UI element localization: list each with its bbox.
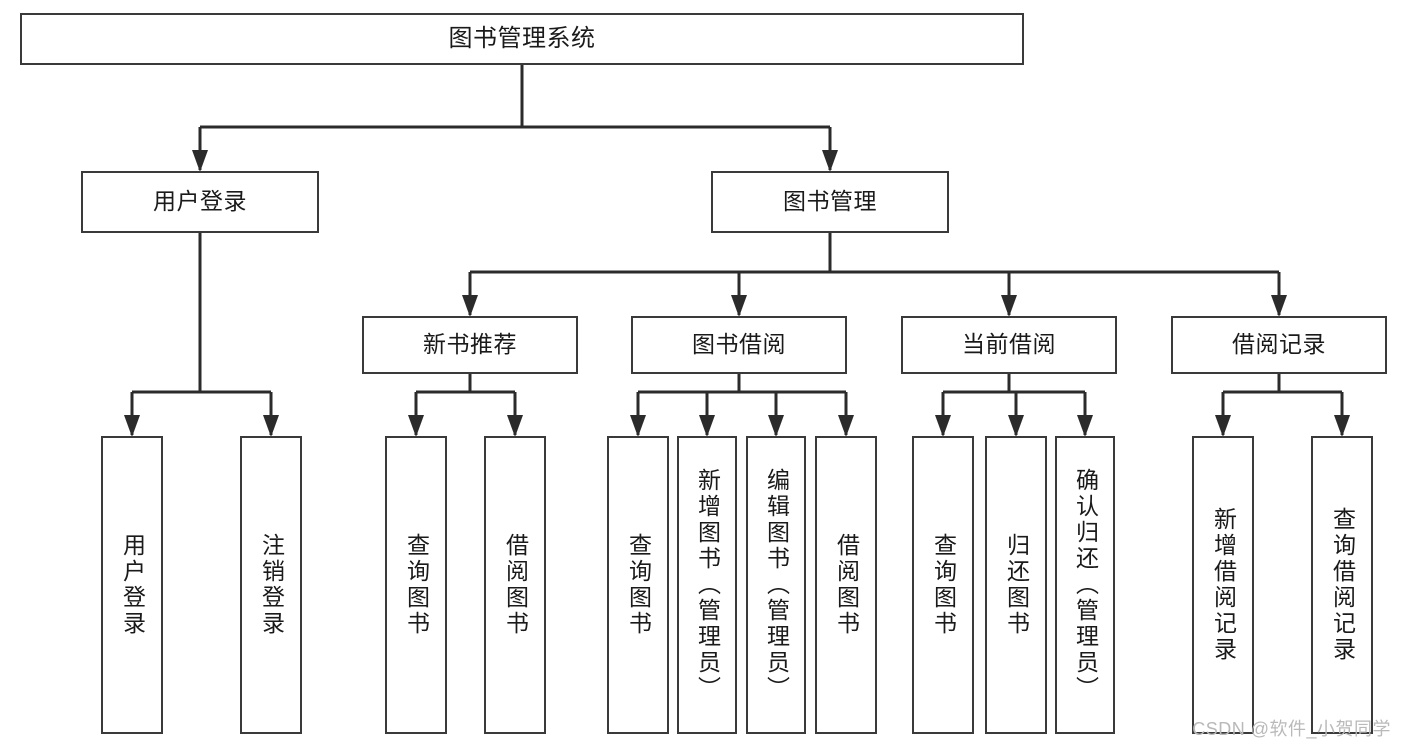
node-n4-3[interactable]: 查询图书 xyxy=(385,436,447,734)
node-n4-2[interactable]: 注销登录 xyxy=(240,436,302,734)
node-n4-12[interactable]: 新增借阅记录 xyxy=(1192,436,1254,734)
node-label: 查询借阅记录 xyxy=(1329,507,1356,663)
node-n4-5[interactable]: 查询图书 xyxy=(607,436,669,734)
node-n4-7[interactable]: 编辑图书（管理员） xyxy=(746,436,806,734)
node-label: 当前借阅 xyxy=(962,331,1056,358)
csdn-watermark: CSDN @软件_小贺同学 xyxy=(1192,719,1391,739)
node-root[interactable]: 图书管理系统 xyxy=(20,13,1024,65)
node-label: 借阅图书 xyxy=(502,533,529,637)
node-label: 新增借阅记录 xyxy=(1210,507,1237,663)
node-n2-2[interactable]: 图书管理 xyxy=(711,171,949,233)
node-label: 查询图书 xyxy=(625,533,652,637)
node-n4-10[interactable]: 归还图书 xyxy=(985,436,1047,734)
node-label: 借阅图书 xyxy=(833,533,860,637)
node-label: 新增图书（管理员） xyxy=(694,468,721,702)
node-n3-1[interactable]: 新书推荐 xyxy=(362,316,578,374)
node-label: 注销登录 xyxy=(258,533,285,637)
node-n4-11[interactable]: 确认归还（管理员） xyxy=(1055,436,1115,734)
node-label: 归还图书 xyxy=(1003,533,1030,637)
node-label: 图书管理 xyxy=(783,188,877,215)
node-label: 查询图书 xyxy=(403,533,430,637)
node-label: 用户登录 xyxy=(153,188,247,215)
node-n3-4[interactable]: 借阅记录 xyxy=(1171,316,1387,374)
node-n4-8[interactable]: 借阅图书 xyxy=(815,436,877,734)
node-n2-1[interactable]: 用户登录 xyxy=(81,171,319,233)
node-n4-6[interactable]: 新增图书（管理员） xyxy=(677,436,737,734)
node-label: 借阅记录 xyxy=(1232,331,1326,358)
node-label: 查询图书 xyxy=(930,533,957,637)
node-n4-4[interactable]: 借阅图书 xyxy=(484,436,546,734)
node-label: 图书管理系统 xyxy=(448,24,596,52)
node-n4-9[interactable]: 查询图书 xyxy=(912,436,974,734)
node-n3-3[interactable]: 当前借阅 xyxy=(901,316,1117,374)
node-label: 新书推荐 xyxy=(423,331,517,358)
node-label: 编辑图书（管理员） xyxy=(763,468,790,702)
node-label: 确认归还（管理员） xyxy=(1072,468,1099,702)
node-n4-1[interactable]: 用户登录 xyxy=(101,436,163,734)
node-n4-13[interactable]: 查询借阅记录 xyxy=(1311,436,1373,734)
node-label: 图书借阅 xyxy=(692,331,786,358)
node-n3-2[interactable]: 图书借阅 xyxy=(631,316,847,374)
node-label: 用户登录 xyxy=(119,533,146,637)
